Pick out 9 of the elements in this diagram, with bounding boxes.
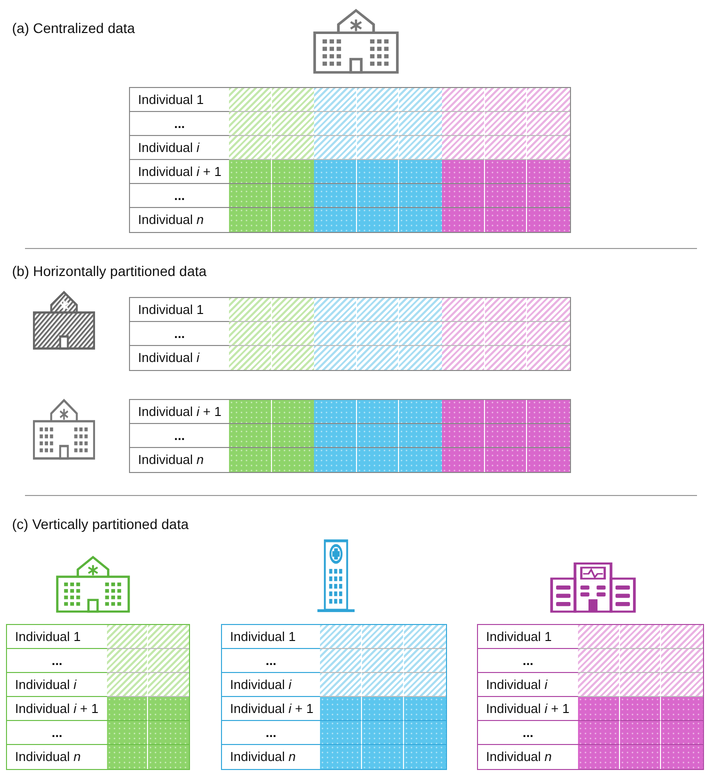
- row-label: Individual n: [229, 748, 297, 766]
- row-label: Individual n: [485, 748, 553, 766]
- row-label: Individual n: [14, 748, 82, 766]
- section-heading: (b) Horizontally partitioned data: [12, 263, 207, 279]
- row-label: Individual i: [137, 349, 201, 367]
- row-label: Individual n: [137, 451, 205, 469]
- section-heading: (a) Centralized data: [12, 20, 135, 36]
- section-heading: (c) Vertically partitioned data: [12, 516, 189, 532]
- row-label: Individual n: [137, 211, 205, 229]
